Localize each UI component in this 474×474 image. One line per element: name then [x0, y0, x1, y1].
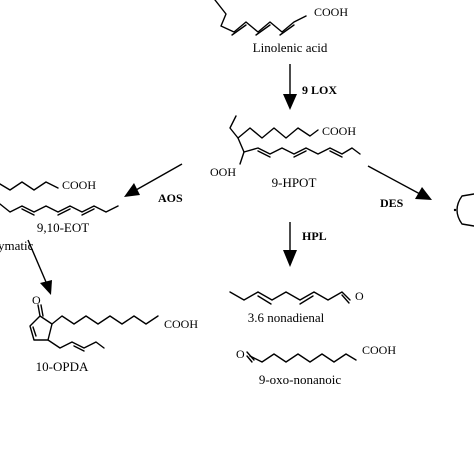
- linolenic-acid-label: Linolenic acid: [253, 40, 328, 55]
- opda-oxo: O: [32, 293, 41, 307]
- hpl-enzyme-label: HPL: [302, 229, 327, 243]
- des-arrow: [367, 165, 432, 200]
- opda-label: 10-OPDA: [36, 359, 89, 374]
- hpot-cooh: COOH: [322, 124, 356, 138]
- eot-label: 9,10-EOT: [37, 220, 89, 235]
- hpl-arrow: [283, 222, 297, 267]
- aos-enzyme-label: AOS: [158, 191, 183, 205]
- nonadienal-label: 3.6 nonadienal: [248, 310, 325, 325]
- nonadienal-structure: O: [229, 289, 364, 305]
- nonenzymatic-label: ymatic: [0, 238, 34, 253]
- aos-arrow: [124, 163, 183, 197]
- eot-structure: COOH: [0, 178, 119, 216]
- oxononanoic-oxo: O: [236, 347, 245, 361]
- linolenic-acid-structure: COOH: [214, 0, 348, 36]
- opda-structure: O COOH: [29, 293, 198, 352]
- lox-arrow: [283, 64, 297, 110]
- linolenic-cooh: COOH: [314, 5, 348, 19]
- oxononanoic-label: 9-oxo-nonanoic: [259, 372, 342, 387]
- des-enzyme-label: DES: [380, 196, 404, 210]
- hpot-label: 9-HPOT: [272, 175, 317, 190]
- nonenzymatic-arrow: [27, 239, 52, 295]
- nonadienal-oxo: O: [355, 289, 364, 303]
- hpot-ooh: OOH: [210, 165, 236, 179]
- oxononanoic-structure: O COOH: [236, 343, 396, 363]
- lox-enzyme-label: 9 LOX: [302, 83, 337, 97]
- divinyl-ether-fragment: [453, 193, 474, 227]
- opda-cooh: COOH: [164, 317, 198, 331]
- eot-cooh: COOH: [62, 178, 96, 192]
- hpot-structure: COOH OOH: [210, 115, 361, 179]
- oxononanoic-cooh: COOH: [362, 343, 396, 357]
